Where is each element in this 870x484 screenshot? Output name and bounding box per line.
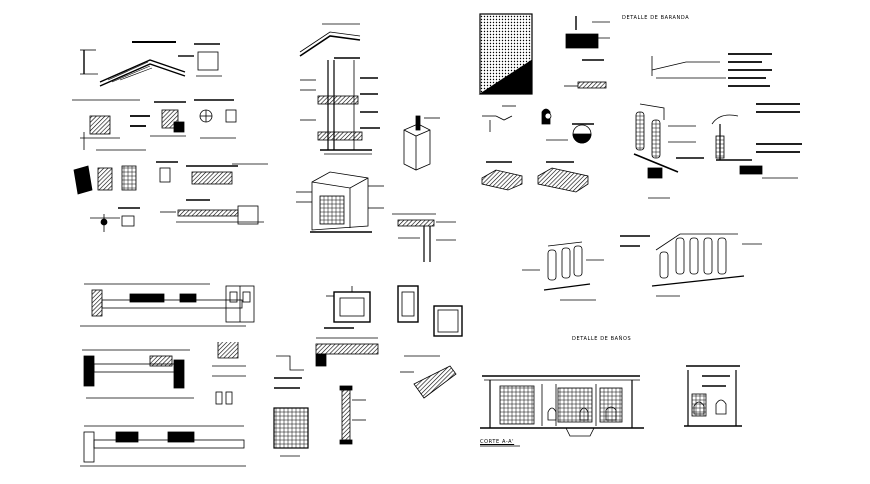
title-detalle-baranda: DETALLE DE BARANDA xyxy=(622,15,690,21)
detail-gravel-wedge xyxy=(400,355,457,399)
detail-anchor-bolt xyxy=(90,207,140,232)
detail-step-small xyxy=(482,105,516,132)
detail-column-isometric xyxy=(403,115,440,171)
section-wall-roof-edge xyxy=(299,23,380,155)
detail-railing-top-profile xyxy=(651,53,772,87)
detail-balusters-small xyxy=(522,241,604,301)
detail-wall-blocks xyxy=(73,161,268,195)
detail-frame-square-1 xyxy=(326,286,371,323)
detail-railing-section-1 xyxy=(633,103,704,199)
detail-frame-tall xyxy=(397,285,419,323)
detail-floor-joint xyxy=(392,213,456,262)
detail-balusters-stair xyxy=(620,233,762,297)
detail-eave-section xyxy=(72,99,150,151)
texture-tile-blocks xyxy=(481,161,589,193)
label-corte-aa: CORTE A-A' xyxy=(480,439,515,445)
detail-fixing-circle xyxy=(194,99,237,139)
detail-post-base xyxy=(564,16,610,89)
title-detalle-banos: DETALLE DE BAÑOS xyxy=(572,336,632,342)
section-bathroom-aa xyxy=(480,375,644,447)
texture-block-square xyxy=(273,407,309,457)
detail-frame-square-2 xyxy=(433,305,463,337)
detail-cap-circle xyxy=(541,108,594,144)
detail-box-isometric xyxy=(296,171,384,233)
detail-step-nosing xyxy=(274,355,304,389)
hatched-wall-panel xyxy=(478,13,533,95)
section-window-2 xyxy=(82,349,194,399)
section-window-head-1 xyxy=(80,283,246,327)
detail-railing-section-2 xyxy=(711,103,802,179)
detail-gutter xyxy=(150,101,186,137)
section-counter xyxy=(315,327,379,367)
detail-roof-ridge xyxy=(80,41,222,87)
section-column-tall xyxy=(339,385,366,445)
detail-lintel-section xyxy=(160,199,264,225)
detail-sill-small xyxy=(212,342,246,405)
elevation-door-double xyxy=(225,285,255,323)
section-window-3 xyxy=(80,425,246,467)
section-bathroom-side xyxy=(684,365,742,427)
